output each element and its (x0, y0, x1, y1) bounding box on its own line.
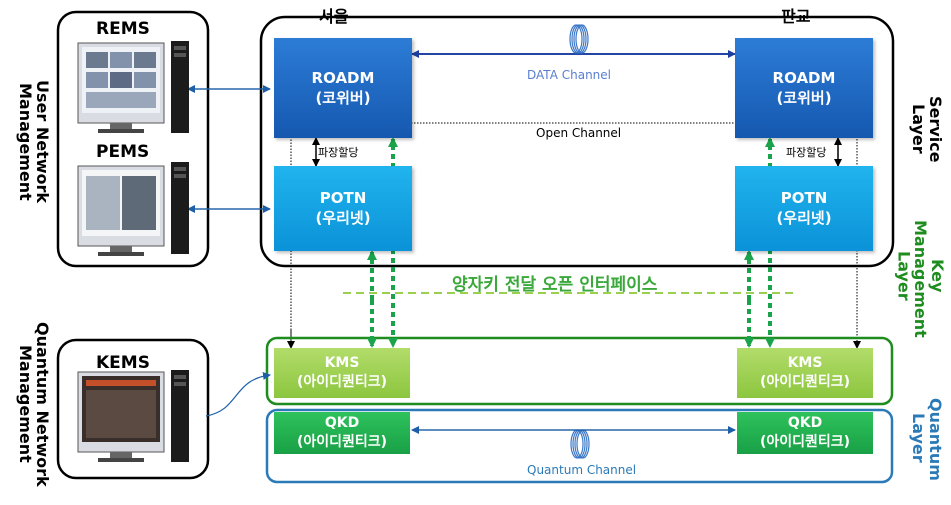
qkd-left-vendor: (아이디퀀티크) (296, 434, 388, 450)
service-layer-box (259, 15, 895, 268)
fiber-coil-icon (569, 24, 589, 54)
potn-right-node: POTN (우리넷) (735, 166, 873, 251)
server-tower-icon (171, 162, 189, 254)
kms-left-node: KMS (아이디퀀티크) (274, 348, 410, 398)
wavelength-right-label: 파장할당 (786, 146, 827, 159)
monitor-icon (77, 371, 165, 462)
qkd-right-node: QKD (아이디퀀티크) (737, 412, 873, 454)
roadm-left-node: ROADM (코위버) (274, 38, 412, 138)
kms-right-vendor: (아이디퀀티크) (759, 374, 851, 390)
kms-left-title: KMS (324, 355, 360, 371)
potn-left-title: POTN (319, 189, 367, 207)
kms-right-title: KMS (787, 355, 823, 371)
qkd-right-title: QKD (787, 415, 823, 431)
key-management-layer-box (265, 336, 894, 406)
rems-label: REMS (96, 19, 150, 39)
fiber-coil-icon (570, 429, 590, 459)
potn-left-vendor: (우리넷) (315, 209, 371, 227)
kms-left-vendor: (아이디퀀티크) (296, 374, 388, 390)
potn-right-title: POTN (780, 189, 828, 207)
roadm-right-vendor: (코위버) (776, 88, 832, 107)
quantum-layer-box (265, 408, 894, 484)
site-pangyo-label: 판교 (781, 7, 811, 26)
wavelength-left-label: 파장할당 (318, 146, 359, 159)
monitor-icon (77, 42, 165, 133)
monitor-icon (77, 165, 165, 256)
open-channel-label: Open Channel (536, 126, 622, 140)
service-layer-label: Service Layer (909, 95, 945, 163)
server-tower-icon (171, 370, 189, 462)
open-interface-label: 양자키 전달 오픈 인터페이스 (452, 275, 658, 295)
quantum-channel-label: Quantum Channel (527, 463, 637, 477)
key-management-layer-label: Key Management Layer (894, 220, 947, 338)
roadm-right-title: ROADM (772, 68, 836, 87)
kems-label: KEMS (96, 353, 150, 373)
kms-right-node: KMS (아이디퀀티크) (737, 348, 873, 398)
server-tower-icon (171, 41, 189, 133)
roadm-left-title: ROADM (311, 68, 375, 87)
qkd-left-title: QKD (324, 415, 360, 431)
qkd-right-vendor: (아이디퀀티크) (759, 434, 851, 450)
user-network-mgmt-label: User Network Management (16, 80, 52, 204)
quantum-network-mgmt-label: Quantum Network Management (16, 321, 52, 487)
quantum-layer-label: Quantum Layer (909, 398, 945, 481)
roadm-left-vendor: (코위버) (315, 88, 371, 107)
roadm-right-node: ROADM (코위버) (735, 38, 873, 138)
potn-left-node: POTN (우리넷) (274, 166, 412, 251)
pems-label: PEMS (96, 142, 150, 162)
data-channel-label: DATA Channel (527, 68, 611, 82)
potn-right-vendor: (우리넷) (776, 209, 832, 227)
site-seoul-label: 서울 (319, 7, 349, 26)
qkd-left-node: QKD (아이디퀀티크) (274, 412, 410, 454)
